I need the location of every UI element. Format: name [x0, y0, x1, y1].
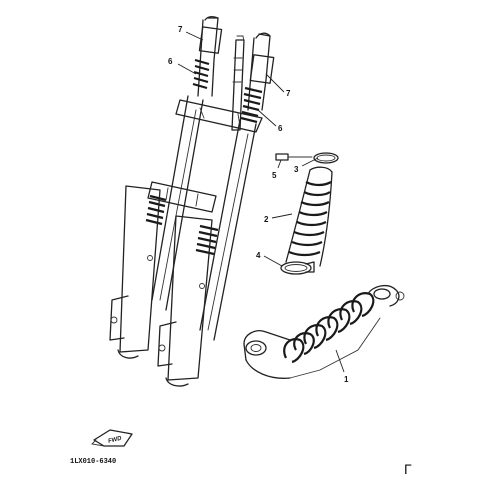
callout-1: 1	[344, 375, 349, 384]
diagram-code: 1LX010-6340	[70, 458, 116, 466]
fork-right	[157, 32, 275, 387]
callout-5: 5	[272, 171, 277, 180]
callout-6-upper: 6	[168, 57, 173, 66]
callout-7-lower: 7	[286, 89, 291, 98]
fwd-indicator: FWD	[91, 429, 133, 447]
fork-boot-assembly	[275, 152, 339, 275]
callout-4: 4	[256, 251, 261, 260]
callout-6-lower: 6	[278, 124, 283, 133]
callout-leaders	[177, 31, 345, 373]
callout-labels: 7 6 7 6 5 3 2 4 1	[168, 25, 349, 384]
corner-mark: Γ	[404, 461, 412, 477]
fwd-label: FWD	[108, 436, 123, 445]
steering-clamps	[147, 35, 263, 213]
rear-shock-absorber	[243, 284, 405, 379]
callout-2: 2	[264, 215, 269, 224]
callout-7-upper: 7	[178, 25, 183, 34]
callout-3: 3	[294, 165, 299, 174]
fwd-arrow-icon	[93, 429, 133, 447]
